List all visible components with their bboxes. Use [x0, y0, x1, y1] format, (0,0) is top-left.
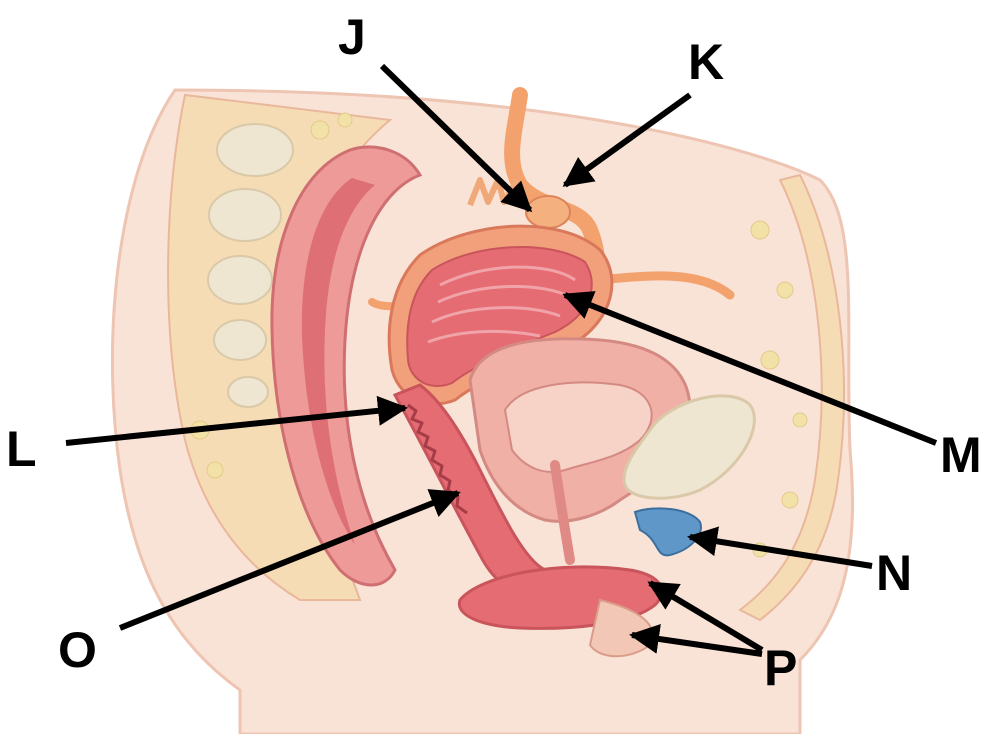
label-N: N	[876, 548, 912, 598]
label-P: P	[764, 643, 797, 693]
label-O: O	[58, 625, 97, 675]
ovary	[526, 196, 570, 228]
label-J: J	[338, 12, 366, 62]
label-K: K	[688, 37, 724, 87]
label-L: L	[6, 424, 37, 474]
label-M: M	[940, 430, 982, 480]
